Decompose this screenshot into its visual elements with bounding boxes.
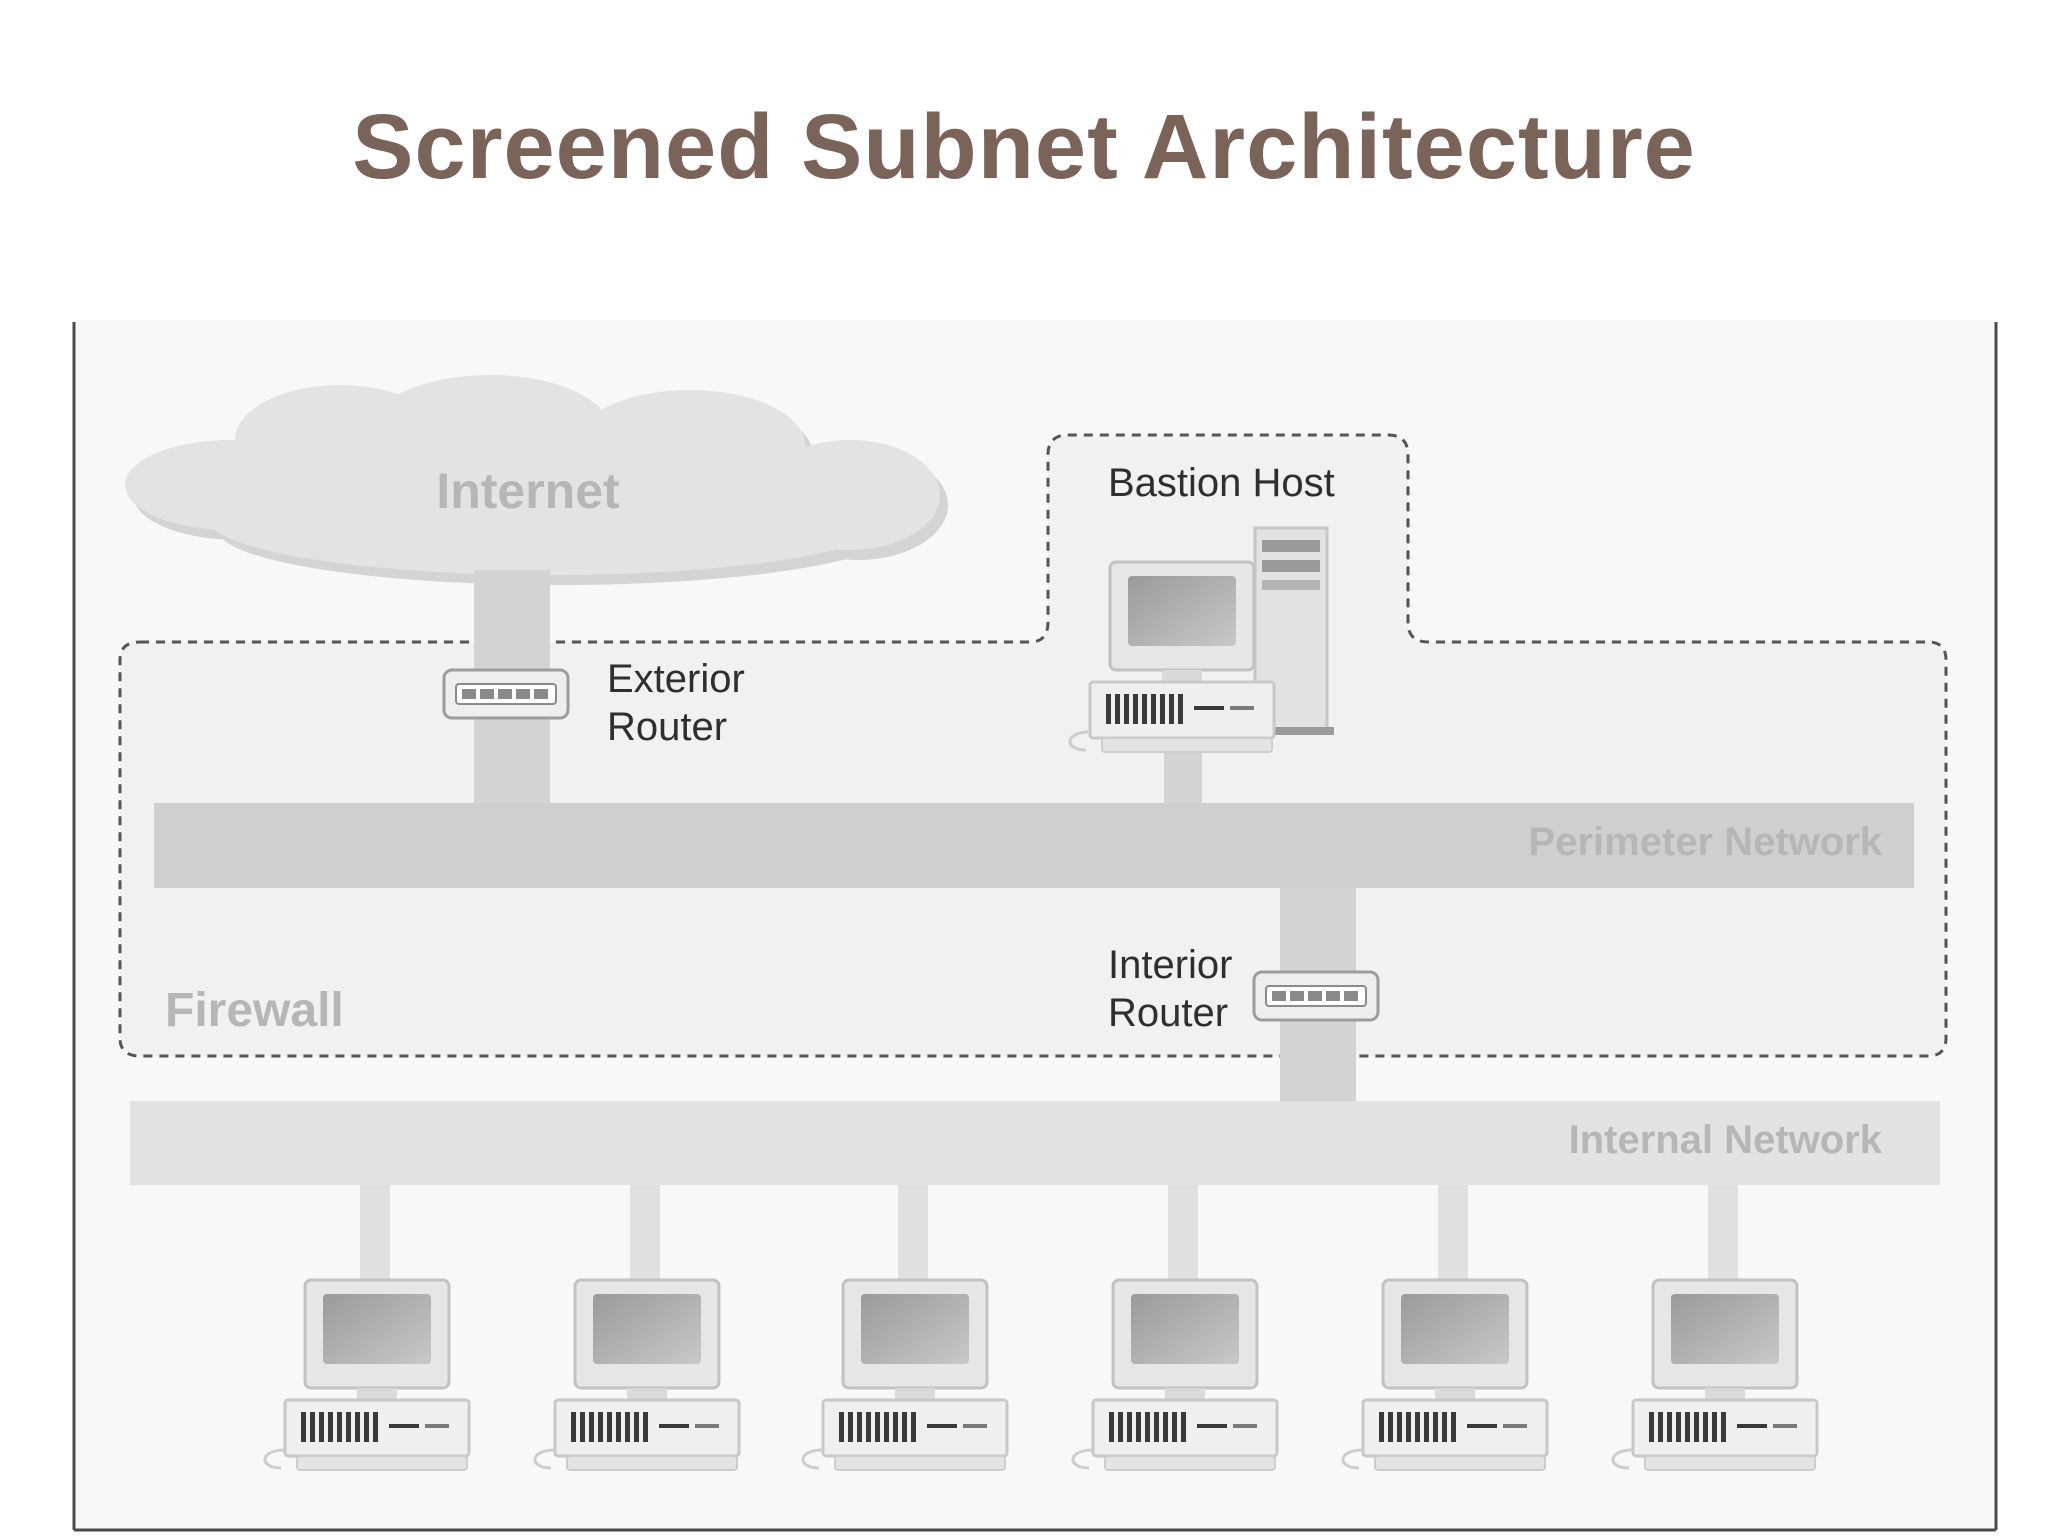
internal-host-links: [360, 1185, 1738, 1285]
internet-label: Internet: [436, 463, 620, 519]
cloud-icon: [125, 375, 948, 585]
internal-network-label: Internal Network: [1569, 1118, 1883, 1162]
firewall-label: Firewall: [165, 984, 344, 1037]
interior-router-label-line2: Router: [1108, 991, 1228, 1035]
internal-network-bar: [130, 1101, 1940, 1185]
exterior-router-icon: [442, 668, 570, 720]
bastion-link: [1164, 752, 1202, 810]
interior-router-label-line1: Interior: [1108, 943, 1233, 987]
bastion-host-label: Bastion Host: [1108, 461, 1335, 505]
firewall-zone: [118, 433, 1948, 1058]
exterior-router-label-line2: Router: [607, 705, 727, 749]
exterior-router-label-line1: Exterior: [607, 657, 745, 701]
page-title: Screened Subnet Architecture: [352, 96, 1696, 198]
perimeter-network-label: Perimeter Network: [1529, 820, 1883, 864]
perimeter-network-bar: [154, 803, 1914, 888]
interior-router-icon: [1252, 970, 1380, 1022]
